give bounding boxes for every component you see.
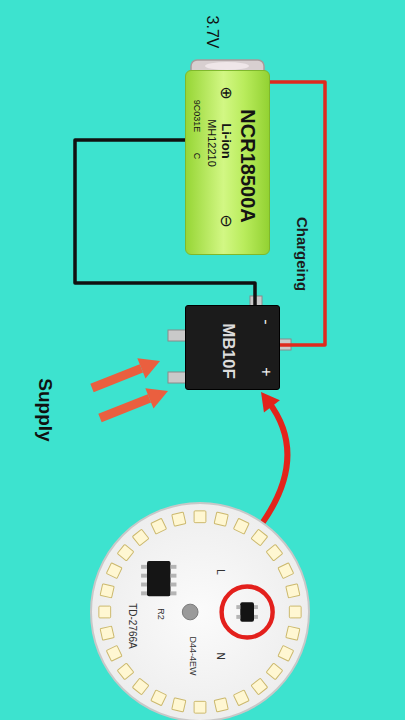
terminal-mark: ⊖ — [218, 214, 234, 227]
led-chip — [106, 563, 122, 579]
chemistry-text: Li-ion — [220, 123, 233, 158]
led-chip — [286, 626, 300, 640]
highlight-ring — [222, 586, 273, 637]
led-chip — [214, 698, 228, 712]
arrow-head — [261, 392, 280, 412]
batch-code: MH12210 — [206, 119, 217, 167]
battery-body: NCR18500A Li-ionMH12210 ⊕ ⊖ 9C031E C — [185, 70, 270, 255]
led-chip — [106, 645, 122, 661]
led-board: TD-2766A R2D44-4EW L N — [90, 502, 310, 720]
led-chip — [172, 512, 186, 526]
chip-pin — [254, 605, 258, 609]
ic-pin — [141, 574, 147, 578]
battery-nipple — [205, 62, 249, 70]
rectifier-chip — [240, 602, 254, 622]
driver-ic — [147, 561, 171, 596]
supply-label: Supply — [36, 378, 55, 441]
board-code: TD-2766A — [127, 603, 137, 649]
model-text: NCR18500A — [238, 109, 258, 222]
led-chip — [172, 698, 186, 712]
led-chip — [266, 544, 283, 561]
supply-arrow-head — [145, 388, 168, 408]
ic-pin — [171, 565, 177, 569]
led-chip — [117, 544, 134, 561]
led-chip — [251, 678, 268, 695]
date-code: 9C031E — [192, 100, 201, 133]
flow-arrow-line — [263, 402, 287, 522]
chip-pin — [254, 615, 258, 619]
pin-label: N — [215, 652, 225, 659]
led-chip — [266, 663, 283, 680]
led-chip — [117, 663, 134, 680]
part-number: MB10F — [220, 323, 237, 379]
ic-pin — [141, 565, 147, 569]
chip-pin — [236, 605, 240, 609]
led-chip — [194, 511, 206, 523]
supply-arrow — [100, 398, 149, 418]
ic-pin — [171, 574, 177, 578]
led-chip — [289, 606, 301, 618]
led-chip — [100, 626, 114, 640]
voltage-label: 3.7V — [204, 16, 220, 49]
led-chip — [278, 645, 294, 661]
flow-arrow — [261, 392, 287, 522]
led-chip — [151, 690, 167, 706]
pin-label: L — [215, 569, 225, 575]
led-chip — [99, 606, 111, 618]
mount-hole — [182, 604, 198, 620]
led-chip — [233, 518, 249, 534]
supply-arrow-head — [137, 358, 160, 378]
ic-pin — [171, 583, 177, 587]
wire-label: Chargeing — [295, 216, 310, 290]
ic-pin — [141, 583, 147, 587]
led-chip — [100, 584, 114, 598]
ic-pin — [171, 591, 177, 595]
board-code: D44-4EW — [188, 636, 197, 675]
bridge-rectifier: MB10F - + — [185, 305, 280, 390]
pin-mark: - — [258, 319, 274, 324]
led-chip — [194, 701, 206, 713]
component-label: R2 — [156, 608, 165, 620]
board-art — [92, 504, 308, 720]
led-chip — [278, 563, 294, 579]
led-chip — [233, 690, 249, 706]
led-chip — [132, 529, 149, 546]
led-chip — [214, 512, 228, 526]
supply-arrow — [92, 368, 141, 388]
pin-mark: + — [258, 367, 274, 376]
terminal-mark: ⊕ — [218, 86, 234, 99]
led-chip — [286, 584, 300, 598]
date-code: C — [192, 153, 201, 160]
chip-pin — [236, 615, 240, 619]
led-chip — [251, 529, 268, 546]
led-chip — [132, 678, 149, 695]
led-chip — [151, 518, 167, 534]
ic-pin — [141, 591, 147, 595]
